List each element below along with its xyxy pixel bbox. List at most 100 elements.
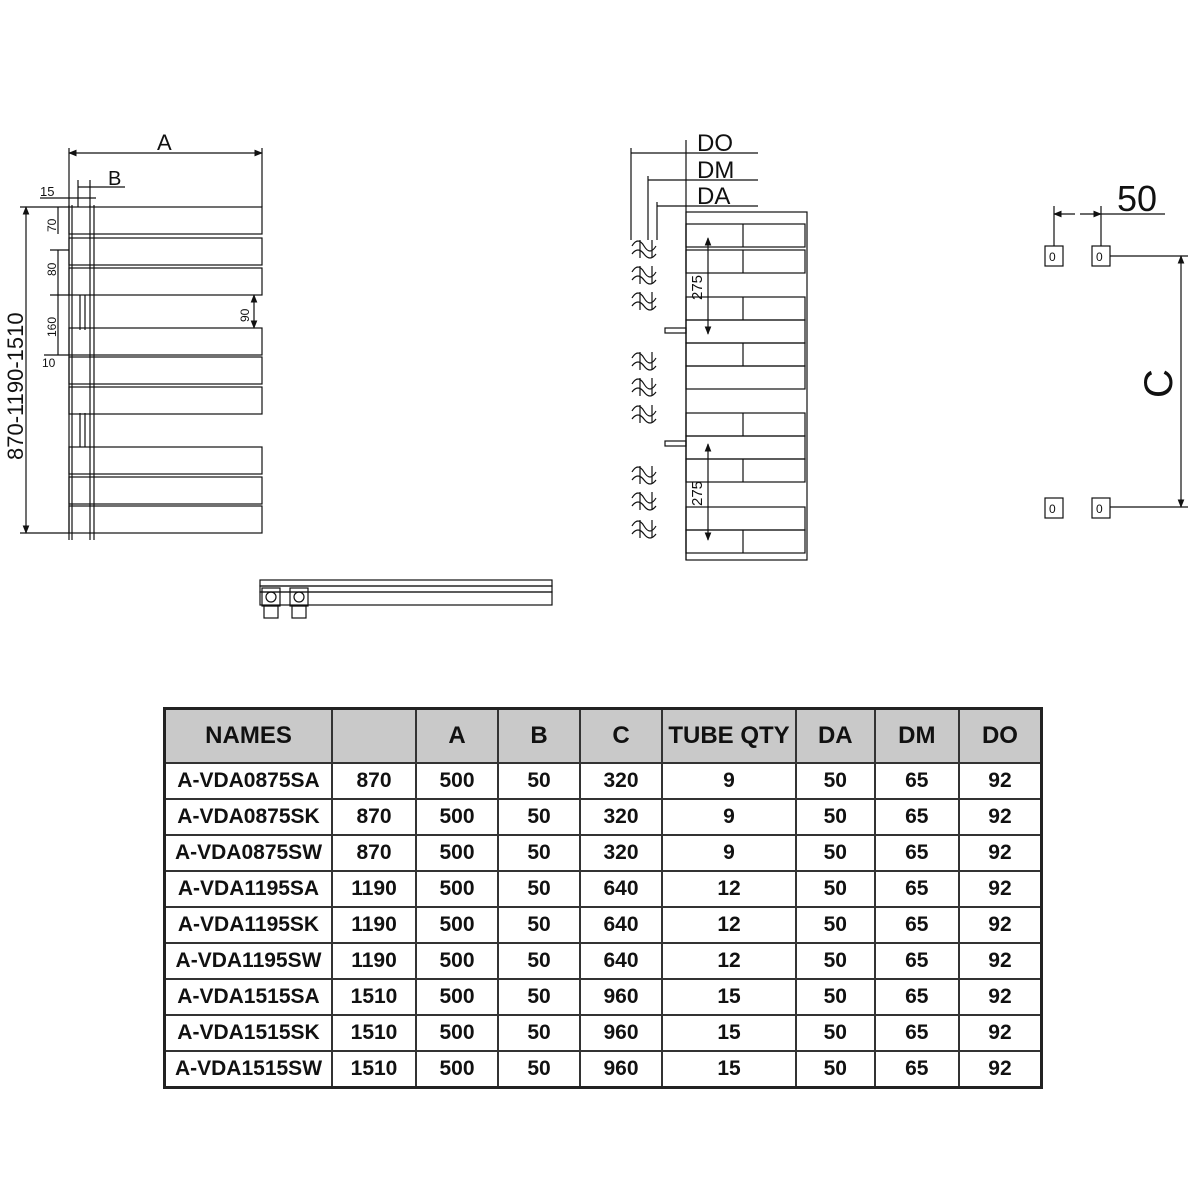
table-cell: 320	[579, 798, 663, 836]
front-view-labels: A B 15 870-1190-1510 70 80 160 10 90	[3, 130, 252, 460]
front-bars	[68, 206, 263, 534]
dim-160: 160	[45, 317, 59, 337]
table-cell: A-VDA1195SK	[163, 906, 333, 944]
table-cell: 50	[497, 978, 581, 1016]
table-cell: 50	[795, 762, 876, 800]
table-cell: 65	[873, 942, 960, 980]
mount-hole-bottom-right	[1091, 497, 1111, 519]
table-cell: 1190	[331, 870, 417, 908]
plan-view	[259, 579, 553, 619]
table-cell: 50	[795, 906, 876, 944]
table-cell: 500	[415, 906, 499, 944]
table-cell: A-VDA1195SW	[163, 942, 333, 980]
label-DM: DM	[697, 157, 734, 184]
table-cell: 50	[795, 870, 876, 908]
table-cell: 1510	[331, 978, 417, 1016]
mounting-view	[1044, 206, 1188, 519]
side-view-labels: DO DM DA 275 275	[689, 130, 734, 506]
table-cell: 15	[661, 1014, 797, 1052]
table-cell: 500	[415, 978, 499, 1016]
table-cell: 870	[331, 798, 417, 836]
table-cell: 65	[873, 906, 960, 944]
table-cell: 1190	[331, 906, 417, 944]
table-cell: 960	[579, 1014, 663, 1052]
table-cell: A-VDA1195SA	[163, 870, 333, 908]
dim-275-bottom: 275	[689, 481, 706, 506]
table-cell: 500	[415, 942, 499, 980]
table-cell: 92	[957, 978, 1043, 1016]
dim-275-top: 275	[689, 275, 706, 300]
table-cell: 960	[579, 978, 663, 1016]
clamp-group-bottom	[631, 466, 657, 539]
table-cell: 9	[661, 798, 797, 836]
hole-label: 0	[1049, 250, 1056, 264]
table-cell: A-VDA0875SK	[163, 798, 333, 836]
header-b: B	[497, 707, 581, 764]
header-da: DA	[795, 707, 876, 764]
header-do: DO	[957, 707, 1043, 764]
table-cell: 50	[795, 798, 876, 836]
table-cell: 65	[873, 834, 960, 872]
table-cell: 500	[415, 870, 499, 908]
table-cell: 92	[957, 834, 1043, 872]
table-cell: A-VDA1515SW	[163, 1050, 333, 1089]
table-cell: 500	[415, 762, 499, 800]
table-cell: 65	[873, 870, 960, 908]
table-cell: A-VDA0875SW	[163, 834, 333, 872]
side-view	[630, 140, 808, 561]
table-cell: 12	[661, 906, 797, 944]
dim-90: 90	[238, 308, 252, 322]
table-cell: 500	[415, 1050, 499, 1089]
table-cell: 50	[497, 870, 581, 908]
table-cell: 870	[331, 834, 417, 872]
hole-label: 0	[1096, 250, 1103, 264]
front-view	[20, 148, 263, 540]
table-cell: 92	[957, 942, 1043, 980]
table-cell: 640	[579, 906, 663, 944]
table-cell: 65	[873, 1050, 960, 1089]
dim-15: 15	[40, 184, 54, 199]
table-cell: 870	[331, 762, 417, 800]
table-cell: 320	[579, 834, 663, 872]
table-cell: 50	[795, 834, 876, 872]
table-cell: 12	[661, 870, 797, 908]
header-a: A	[415, 707, 499, 764]
table-cell: 50	[497, 762, 581, 800]
dim-80: 80	[45, 262, 59, 276]
dim-10: 10	[42, 356, 56, 370]
table-cell: 500	[415, 1014, 499, 1052]
table-cell: 50	[497, 1050, 581, 1089]
label-DA: DA	[697, 183, 730, 210]
dim-70: 70	[45, 218, 59, 232]
table-cell: 92	[957, 798, 1043, 836]
header-names: NAMES	[163, 707, 333, 764]
table-cell: 65	[873, 978, 960, 1016]
table-cell: 50	[497, 798, 581, 836]
table-cell: 50	[497, 834, 581, 872]
table-cell: 9	[661, 834, 797, 872]
table-cell: 50	[497, 1014, 581, 1052]
table-cell: 65	[873, 798, 960, 836]
table-cell: 500	[415, 834, 499, 872]
table-cell: 50	[795, 978, 876, 1016]
header-c: C	[579, 707, 663, 764]
table-cell: 15	[661, 1050, 797, 1089]
height-label: 870-1190-1510	[3, 312, 28, 460]
table-cell: 1510	[331, 1050, 417, 1089]
table-cell: 1510	[331, 1014, 417, 1052]
table-cell: 50	[795, 1050, 876, 1089]
table-cell: 50	[497, 942, 581, 980]
spec-table: NAMES A B C TUBE QTY DA DM DO A-VDA0875S…	[163, 707, 1043, 1089]
table-cell: 92	[957, 906, 1043, 944]
label-50: 50	[1117, 178, 1157, 219]
hole-label: 0	[1096, 502, 1103, 516]
table-cell: 15	[661, 978, 797, 1016]
table-cell: 640	[579, 870, 663, 908]
mounting-view-labels: 50 C 0 0 0 0	[1049, 178, 1181, 516]
table-cell: 500	[415, 798, 499, 836]
